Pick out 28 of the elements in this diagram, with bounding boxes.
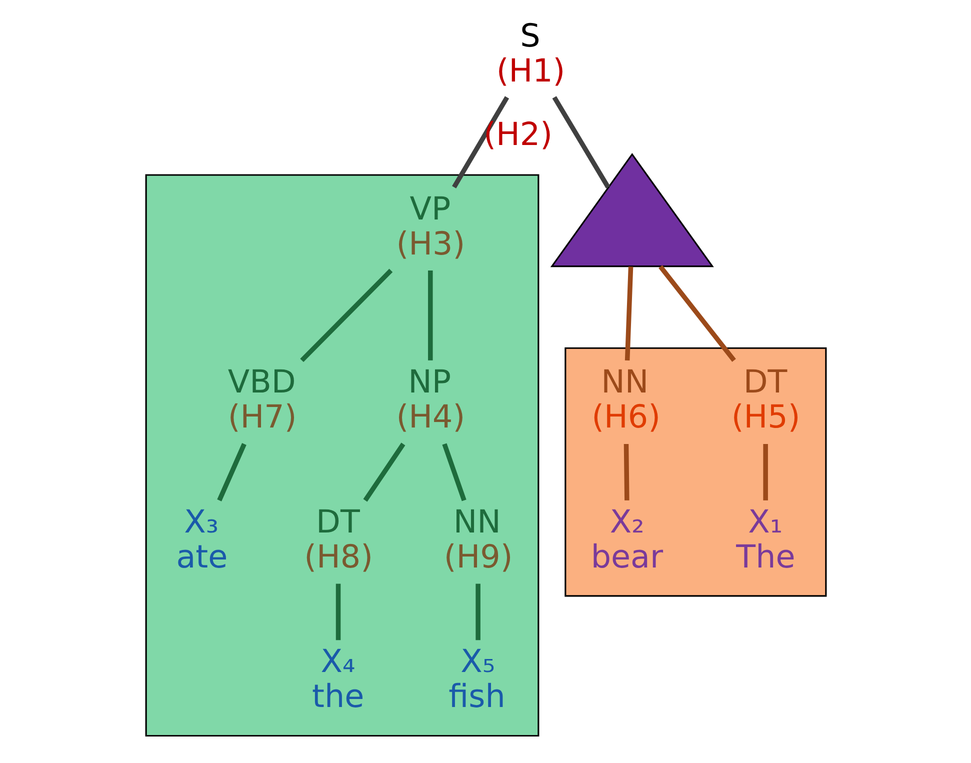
node-text: VBD (H7) <box>227 364 296 436</box>
node-text: X₄ the <box>312 644 364 716</box>
node-text: NN (H6) <box>591 364 660 436</box>
cluster <box>144 174 539 737</box>
node-triangle <box>550 152 714 268</box>
node-text: NN (H9) <box>443 504 512 576</box>
connector <box>552 96 610 188</box>
connector <box>362 442 405 502</box>
node-text: S (H1) <box>496 18 565 90</box>
node-text: X₅ fish <box>448 644 505 716</box>
connector <box>623 444 629 500</box>
connector <box>624 266 633 360</box>
connector <box>300 268 392 362</box>
node-text: X₃ ate <box>176 504 228 576</box>
node-label: (H2) <box>483 116 552 153</box>
cluster <box>564 347 826 597</box>
connector <box>762 444 768 500</box>
node-text: X₁ The <box>736 504 795 576</box>
node-text: NP (H4) <box>396 364 465 436</box>
connector <box>335 584 340 640</box>
connector <box>216 443 246 502</box>
connector <box>475 584 480 640</box>
node-text: VP (H3) <box>396 191 465 262</box>
connector <box>428 270 432 360</box>
node-text: X₂ bear <box>590 504 663 576</box>
node-text: DT (H5) <box>730 364 800 436</box>
connector <box>442 443 466 502</box>
node-text: DT (H8) <box>304 504 372 576</box>
